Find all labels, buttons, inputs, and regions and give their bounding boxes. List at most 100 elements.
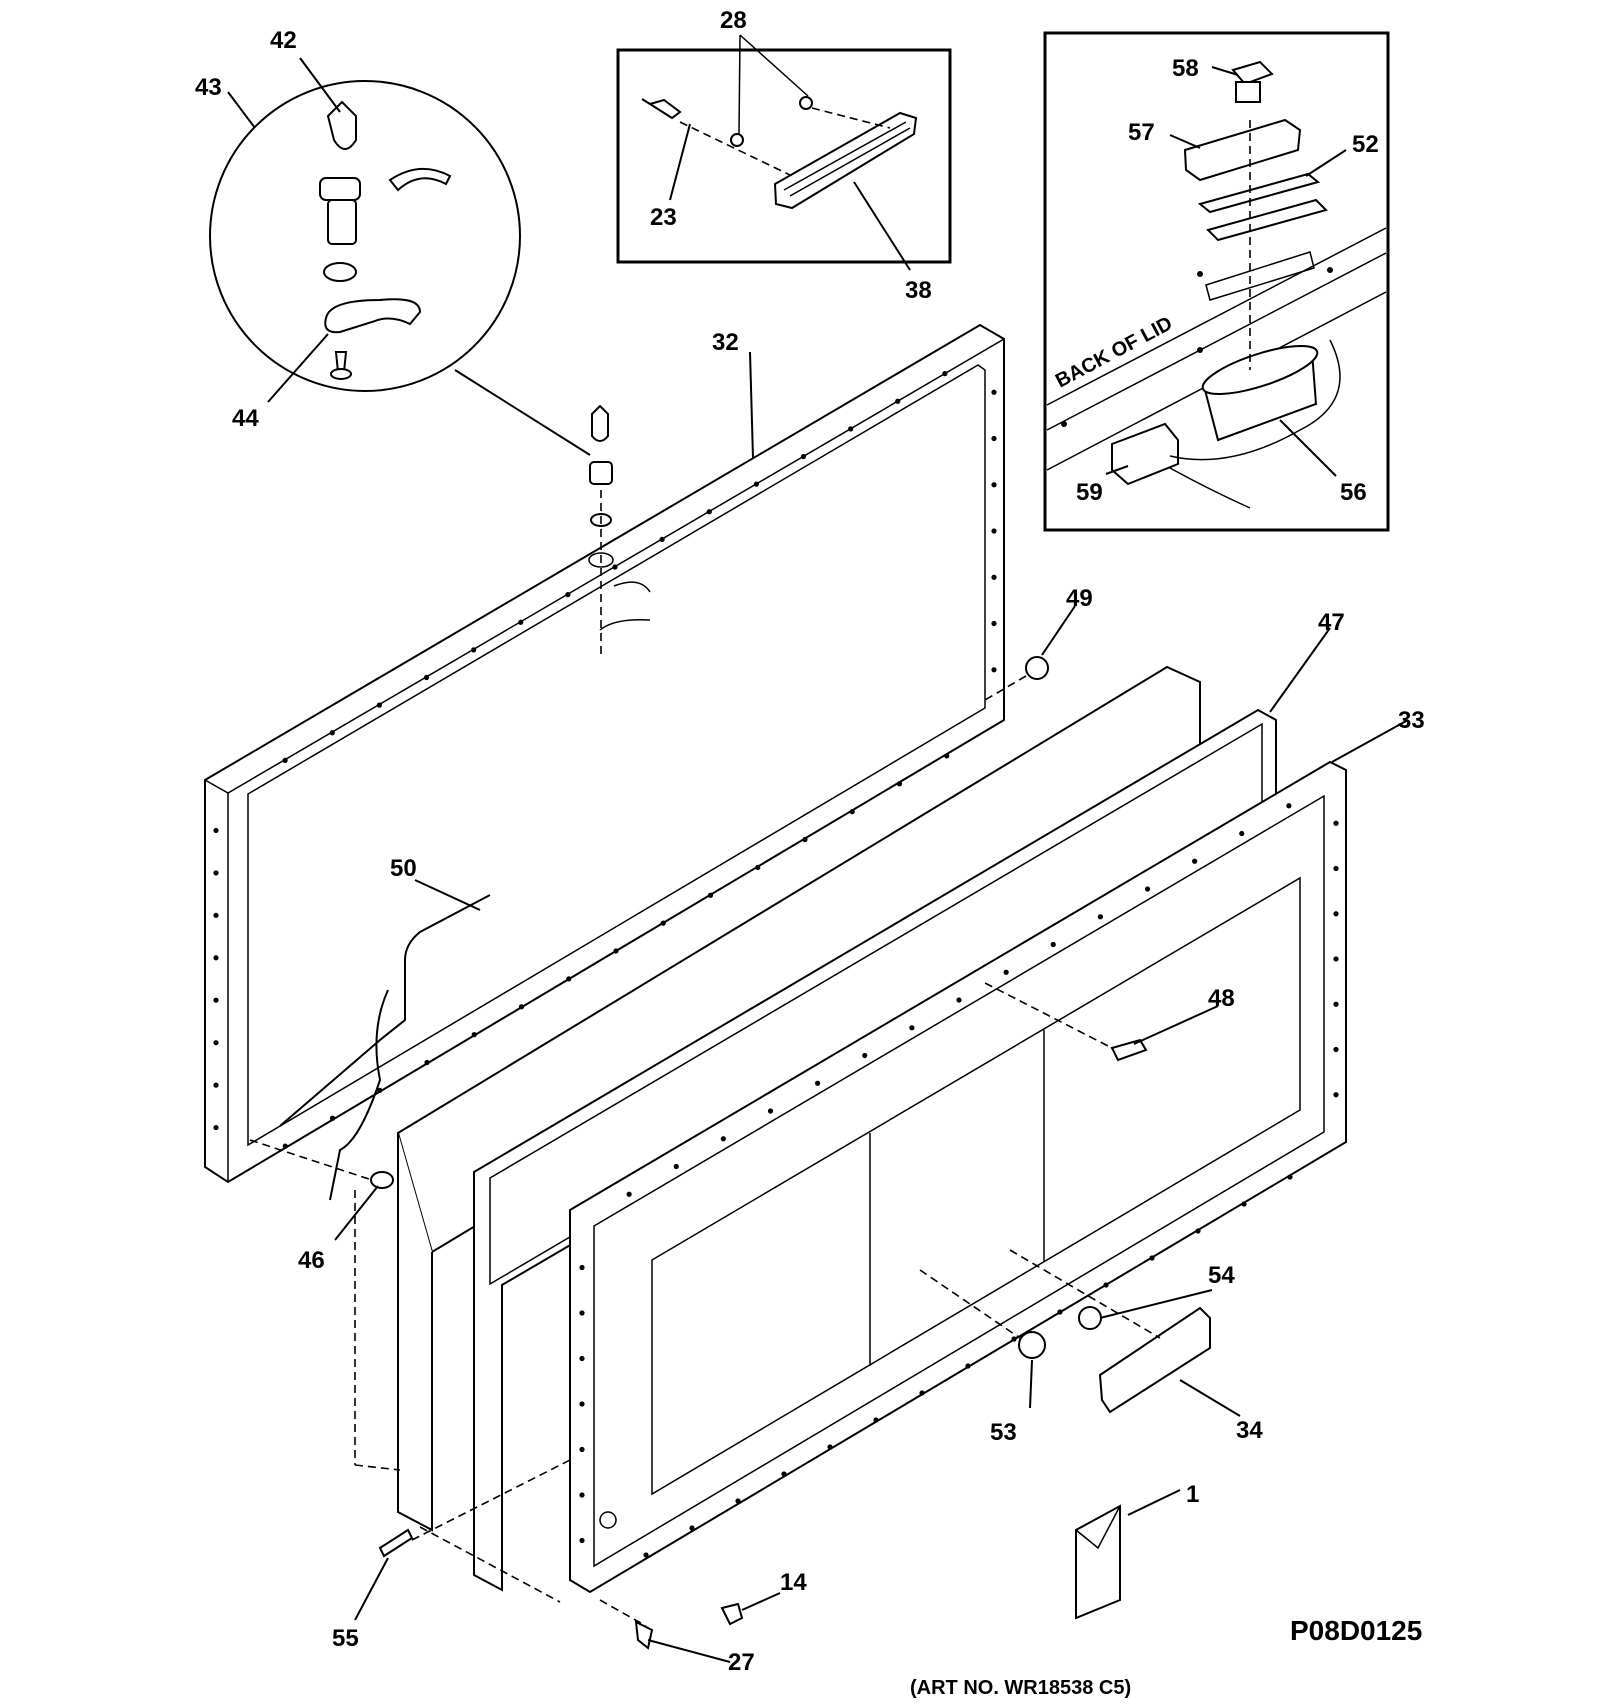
mounting-hole	[873, 1417, 879, 1423]
mounting-hole	[1333, 820, 1339, 826]
callout-34: 34	[1236, 1417, 1263, 1444]
mounting-hole	[423, 674, 430, 681]
mounting-hole	[956, 997, 962, 1003]
callout-47: 47	[1318, 609, 1345, 636]
mounting-hole	[329, 1115, 336, 1121]
mounting-hole	[213, 997, 219, 1003]
mounting-hole	[965, 1363, 971, 1369]
lock-leader-line	[454, 369, 591, 456]
mounting-hole	[566, 976, 572, 982]
envelope-1	[1075, 1504, 1121, 1620]
mounting-hole	[991, 574, 997, 580]
mounting-hole	[991, 620, 997, 627]
mounting-hole	[565, 592, 571, 598]
callout-50: 50	[390, 855, 417, 882]
mounting-hole	[1195, 1228, 1201, 1234]
callout-55: 55	[332, 1625, 359, 1652]
callout-59: 59	[1076, 479, 1103, 506]
mounting-hole	[660, 920, 666, 926]
mounting-hole	[942, 371, 948, 377]
lock-detail-circle	[209, 80, 521, 392]
mounting-hole	[1003, 969, 1009, 975]
mounting-hole	[1333, 956, 1339, 962]
mounting-hole	[579, 1446, 585, 1453]
mounting-hole	[815, 1080, 821, 1086]
screw-27	[634, 1620, 654, 1650]
callout-49: 49	[1066, 585, 1093, 612]
mounting-hole	[706, 509, 712, 515]
mounting-hole	[849, 809, 855, 815]
mounting-hole	[1333, 1046, 1339, 1053]
mounting-hole	[213, 1082, 219, 1088]
mounting-hole	[1011, 1336, 1017, 1342]
callout-48: 48	[1208, 985, 1235, 1012]
mounting-hole	[895, 398, 901, 404]
mounting-hole	[735, 1498, 741, 1504]
mounting-hole	[213, 827, 219, 834]
strike-48	[1110, 1038, 1148, 1062]
mounting-hole	[1192, 858, 1198, 864]
mounting-hole	[213, 1124, 219, 1131]
mounting-hole	[579, 1355, 585, 1362]
callout-14: 14	[780, 1569, 807, 1596]
mounting-hole	[282, 757, 288, 763]
mounting-hole	[991, 528, 997, 534]
mounting-hole	[767, 1108, 774, 1114]
mounting-hole	[848, 426, 854, 432]
mounting-hole	[827, 1444, 833, 1450]
mounting-hole	[802, 836, 808, 843]
callout-1: 1	[1186, 1481, 1199, 1508]
mounting-hole	[626, 1191, 632, 1197]
mounting-hole	[613, 948, 619, 954]
screw-14	[720, 1602, 744, 1626]
mounting-hole	[424, 1059, 430, 1066]
callout-leaders	[227, 34, 1409, 1663]
mounting-hole	[1057, 1309, 1063, 1315]
mounting-hole	[800, 453, 807, 460]
mounting-hole	[579, 1264, 585, 1271]
callout-23: 23	[650, 204, 677, 231]
light-inset: BACK OF LID	[1043, 31, 1390, 532]
lock-assembly	[588, 404, 651, 658]
mounting-hole	[1333, 911, 1339, 917]
mounting-hole	[1333, 1092, 1339, 1098]
callout-54: 54	[1208, 1262, 1235, 1289]
callout-numbers: 42 43 44 28 23 38 58 57 52 59 56 32 49 4…	[195, 7, 1425, 1676]
mounting-hole	[1149, 1255, 1155, 1261]
mounting-hole	[282, 1143, 288, 1149]
back-of-lid-label: BACK OF LID	[1052, 312, 1176, 392]
mounting-hole	[1050, 941, 1056, 948]
art-number: (ART NO. WR18538 C5)	[910, 1677, 1131, 1699]
mounting-hole	[1103, 1282, 1109, 1288]
callout-43: 43	[195, 74, 222, 101]
callout-27: 27	[728, 1649, 755, 1676]
mounting-hole	[213, 870, 219, 876]
mounting-hole	[471, 1032, 477, 1038]
callout-57: 57	[1128, 119, 1155, 146]
mounting-hole	[991, 435, 997, 442]
mounting-hole	[991, 667, 997, 673]
mounting-hole	[1144, 886, 1151, 892]
mounting-hole	[755, 864, 761, 870]
mounting-hole	[579, 1537, 585, 1544]
hinge-pin-46	[370, 1171, 394, 1189]
mounting-hole	[753, 481, 759, 487]
mounting-hole	[707, 892, 714, 898]
mounting-hole	[213, 912, 219, 918]
callout-38: 38	[905, 277, 932, 304]
callout-58: 58	[1172, 55, 1199, 82]
mounting-hole	[643, 1552, 649, 1558]
mounting-hole	[781, 1471, 787, 1477]
callout-33: 33	[1398, 707, 1425, 734]
mounting-hole	[376, 702, 382, 708]
mounting-hole	[471, 647, 477, 653]
callout-46: 46	[298, 1247, 325, 1274]
knob-53	[1018, 1331, 1046, 1359]
mounting-hole	[673, 1163, 679, 1170]
mounting-hole	[944, 753, 950, 759]
callout-52: 52	[1352, 131, 1379, 158]
mounting-hole	[919, 1390, 925, 1396]
mounting-hole	[612, 564, 618, 570]
drawing-code: P08D0125	[1290, 1615, 1422, 1646]
callout-32: 32	[712, 329, 739, 356]
